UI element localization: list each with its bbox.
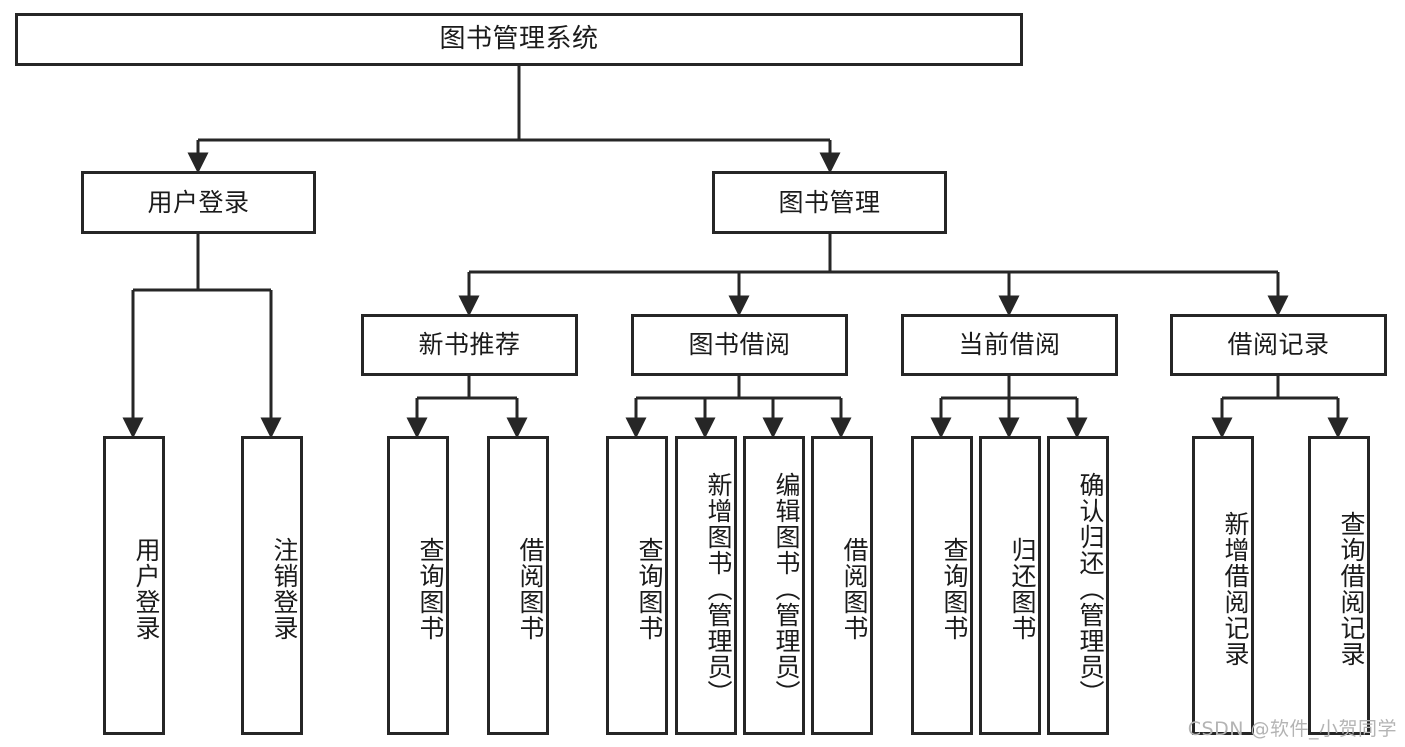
leaf-new-book-borrow-label: 借阅图书 [516,536,545,641]
node-root-system[interactable]: 图书管理系统 [15,13,1023,66]
leaf-user-login-logout-label: 注销登录 [270,536,299,641]
node-current-borrow[interactable]: 当前借阅 [901,314,1118,376]
leaf-record-query[interactable]: 查询借阅记录 [1308,436,1370,735]
leaf-record-add-label: 新增借阅记录 [1221,510,1250,667]
leaf-borrow-edit-book[interactable]: 编辑图书（管理员） [743,436,805,735]
leaf-user-login-login[interactable]: 用户登录 [103,436,165,735]
node-book-borrow[interactable]: 图书借阅 [631,314,848,376]
csdn-watermark: CSDN @软件_小贺同学 [1187,718,1397,740]
leaf-current-query-book[interactable]: 查询图书 [911,436,973,735]
leaf-record-query-label: 查询借阅记录 [1337,510,1366,667]
leaf-new-book-borrow[interactable]: 借阅图书 [487,436,549,735]
node-new-book-recommend-label: 新书推荐 [418,330,521,360]
leaf-borrow-borrow-book-label: 借阅图书 [840,536,869,641]
leaf-borrow-query-book-label: 查询图书 [635,536,664,641]
leaf-user-login-logout[interactable]: 注销登录 [241,436,303,735]
leaf-record-add[interactable]: 新增借阅记录 [1192,436,1254,735]
leaf-current-confirm-return-label: 确认归还（管理员） [1076,471,1105,706]
node-new-book-recommend[interactable]: 新书推荐 [361,314,578,376]
node-current-borrow-label: 当前借阅 [958,330,1061,360]
leaf-borrow-query-book[interactable]: 查询图书 [606,436,668,735]
node-user-login[interactable]: 用户登录 [81,171,316,234]
leaf-borrow-add-book[interactable]: 新增图书（管理员） [675,436,737,735]
node-user-login-label: 用户登录 [147,187,250,217]
leaf-borrow-add-book-label: 新增图书（管理员） [704,471,733,706]
node-book-management[interactable]: 图书管理 [712,171,947,234]
leaf-borrow-edit-book-label: 编辑图书（管理员） [772,471,801,706]
leaf-current-return-book-label: 归还图书 [1008,536,1037,641]
leaf-current-query-book-label: 查询图书 [940,536,969,641]
node-book-management-label: 图书管理 [778,187,881,217]
leaf-user-login-login-label: 用户登录 [132,536,161,641]
leaf-current-confirm-return[interactable]: 确认归还（管理员） [1047,436,1109,735]
leaf-current-return-book[interactable]: 归还图书 [979,436,1041,735]
leaf-new-book-query-label: 查询图书 [416,536,445,641]
node-borrow-record-label: 借阅记录 [1227,330,1330,360]
leaf-borrow-borrow-book[interactable]: 借阅图书 [811,436,873,735]
node-borrow-record[interactable]: 借阅记录 [1170,314,1387,376]
leaf-new-book-query[interactable]: 查询图书 [387,436,449,735]
node-book-borrow-label: 图书借阅 [688,330,791,360]
node-root-system-label: 图书管理系统 [439,24,599,55]
